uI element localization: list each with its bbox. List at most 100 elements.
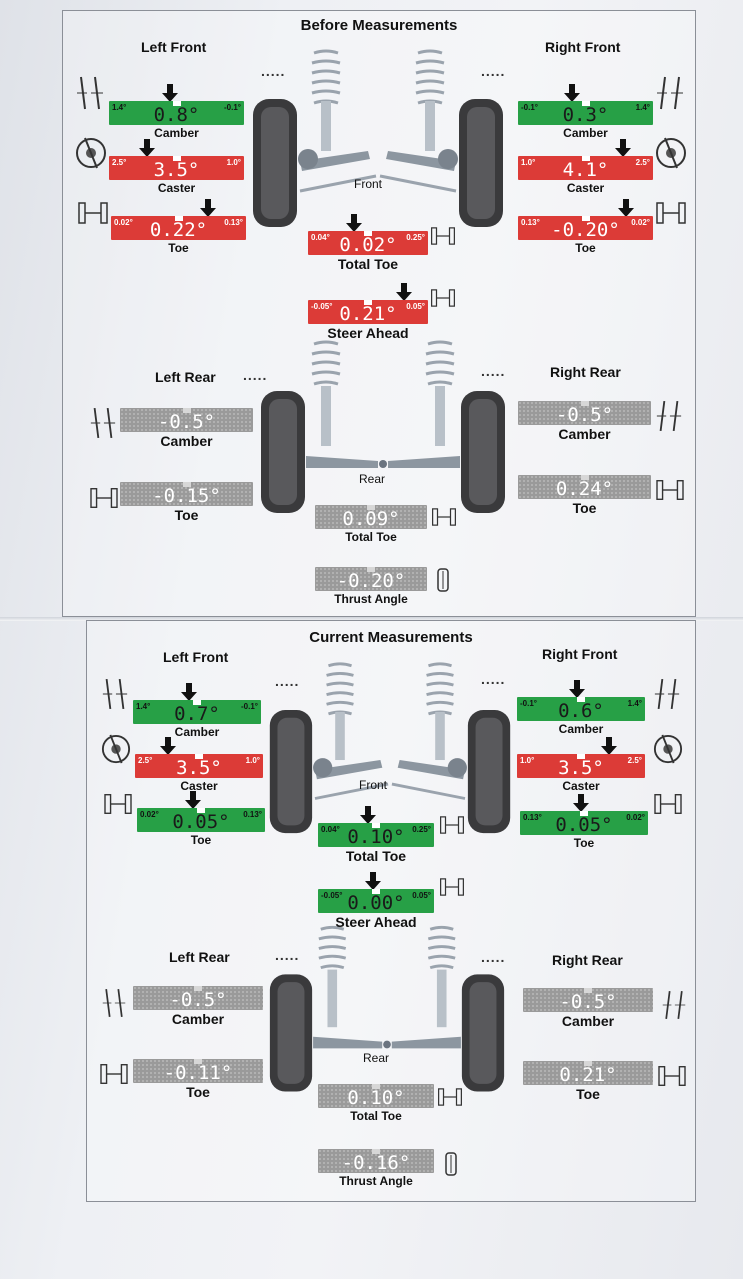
- indicator-arrow-icon: [615, 139, 632, 157]
- target-notch: [581, 156, 590, 161]
- measurement-label: Camber: [174, 725, 220, 739]
- range-max-label: 0.25°: [412, 825, 431, 834]
- green-status-bar: 1.4°-0.1°0.8°: [109, 101, 244, 126]
- measurement-label: Toe: [190, 833, 212, 847]
- toe-axle-icon: [656, 202, 686, 224]
- range-max-label: 0.02°: [631, 218, 650, 227]
- measurement-label: Toe: [576, 1086, 600, 1102]
- indicator-arrow-icon: [359, 806, 376, 824]
- camber-gauge-icon: [657, 76, 683, 110]
- range-max-label: -0.1°: [241, 702, 258, 711]
- target-notch: [577, 754, 585, 759]
- measurement-value: -0.5°: [555, 404, 614, 426]
- measurement-label: Caster: [157, 181, 196, 195]
- rear-axle-label: Rear: [359, 472, 386, 486]
- right-front-heading: Right Front: [545, 39, 621, 55]
- red-status-bar: 1.0°2.5°4.1°: [518, 156, 653, 181]
- ellipsis: .....: [481, 671, 506, 687]
- toe-axle-icon: [431, 227, 455, 245]
- measurement-label: Toe: [575, 241, 596, 255]
- measurement-value: 3.5°: [153, 159, 200, 181]
- red-status-bar: 2.5°1.0°3.5°: [135, 754, 263, 779]
- range-min-label: 1.4°: [112, 103, 127, 112]
- indicator-arrow-icon: [185, 791, 202, 809]
- range-max-label: 1.0°: [245, 756, 260, 765]
- indicator-arrow-icon: [364, 872, 381, 890]
- camber-gauge-icon: [662, 991, 686, 1019]
- target-notch: [194, 986, 202, 991]
- toe-axle-icon: [656, 480, 684, 500]
- measurement-value: 0.05°: [555, 814, 613, 836]
- measurement-label: Camber: [561, 1013, 615, 1029]
- measurement-value: -0.5°: [559, 991, 617, 1013]
- ellipsis: .....: [275, 947, 300, 963]
- caster-wheel-icon: [76, 137, 106, 169]
- gray-status-bar: -0.15°: [120, 482, 253, 507]
- range-max-label: 2.5°: [627, 756, 642, 765]
- red-status-bar: 1.0°2.5°3.5°: [517, 754, 645, 779]
- range-max-label: 0.05°: [406, 302, 425, 311]
- green-status-bar: -0.1°1.4°0.3°: [518, 101, 653, 126]
- section-title: Before Measurements: [300, 17, 458, 34]
- target-notch: [194, 1059, 202, 1064]
- left-front-heading: Left Front: [163, 649, 229, 665]
- target-notch: [580, 401, 589, 406]
- target-notch: [367, 505, 375, 510]
- measurement-value: 0.6°: [558, 700, 604, 722]
- range-max-label: 0.13°: [243, 810, 262, 819]
- rear-suspension-illustration: [269, 925, 505, 1092]
- red-status-bar: 0.04°0.25°0.02°: [308, 231, 428, 256]
- rear-axle-label: Rear: [363, 1051, 390, 1065]
- camber-gauge-icon: [77, 76, 103, 110]
- measurement-label: Toe: [572, 500, 597, 516]
- target-notch: [182, 482, 191, 487]
- gray-status-bar: -0.16°: [318, 1149, 434, 1174]
- paper-fold: [0, 617, 743, 621]
- measurement-value: 3.5°: [176, 757, 222, 779]
- target-notch: [577, 697, 585, 702]
- indicator-arrow-icon: [345, 214, 362, 232]
- gray-status-bar: -0.11°: [133, 1059, 263, 1084]
- camber-gauge-icon: [90, 407, 116, 439]
- measurement-value: -0.15°: [152, 485, 221, 507]
- target-notch: [580, 475, 589, 480]
- measurement-value: 0.05°: [172, 811, 230, 833]
- toe-axle-icon: [90, 488, 118, 508]
- measurement-label: Toe: [186, 1084, 210, 1100]
- target-notch: [195, 754, 203, 759]
- range-max-label: 2.5°: [635, 158, 650, 167]
- measurement-label: Camber: [558, 426, 611, 442]
- indicator-arrow-icon: [161, 84, 178, 102]
- toe-axle-icon: [440, 816, 464, 834]
- measurement-label: Thrust Angle: [339, 1174, 413, 1188]
- range-max-label: 1.4°: [635, 103, 650, 112]
- range-max-label: 1.0°: [226, 158, 241, 167]
- front-axle-label: Front: [359, 778, 388, 792]
- green-status-bar: 0.04°0.25°0.10°: [318, 823, 434, 848]
- green-status-bar: 0.02°0.13°0.05°: [137, 808, 265, 833]
- green-status-bar: 1.4°-0.1°0.7°: [133, 700, 261, 725]
- range-max-label: 1.4°: [627, 699, 642, 708]
- toe-axle-icon: [432, 508, 456, 526]
- toe-axle-icon: [658, 1066, 686, 1086]
- red-status-bar: 2.5°1.0°3.5°: [109, 156, 244, 181]
- target-notch: [364, 231, 372, 236]
- measurement-value: 0.8°: [153, 104, 200, 126]
- range-min-label: 0.04°: [311, 233, 330, 242]
- measurement-label: Caster: [180, 779, 218, 793]
- target-notch: [581, 101, 590, 106]
- indicator-arrow-icon: [564, 84, 580, 102]
- green-status-bar: -0.05°0.05°0.00°: [318, 889, 434, 914]
- range-max-label: 0.05°: [412, 891, 431, 900]
- range-max-label: 0.02°: [626, 813, 645, 822]
- target-notch: [193, 700, 201, 705]
- front-axle-label: Front: [354, 177, 383, 191]
- red-status-bar: 0.02°0.13°0.22°: [111, 216, 246, 241]
- measurement-label: Caster: [562, 779, 600, 793]
- left-rear-heading: Left Rear: [169, 949, 230, 965]
- thrust-angle-icon: [437, 568, 449, 592]
- gray-status-bar: -0.5°: [518, 401, 651, 426]
- measurement-label: Camber: [171, 1011, 225, 1027]
- gray-status-bar: -0.5°: [523, 988, 653, 1013]
- range-max-label: 0.25°: [406, 233, 425, 242]
